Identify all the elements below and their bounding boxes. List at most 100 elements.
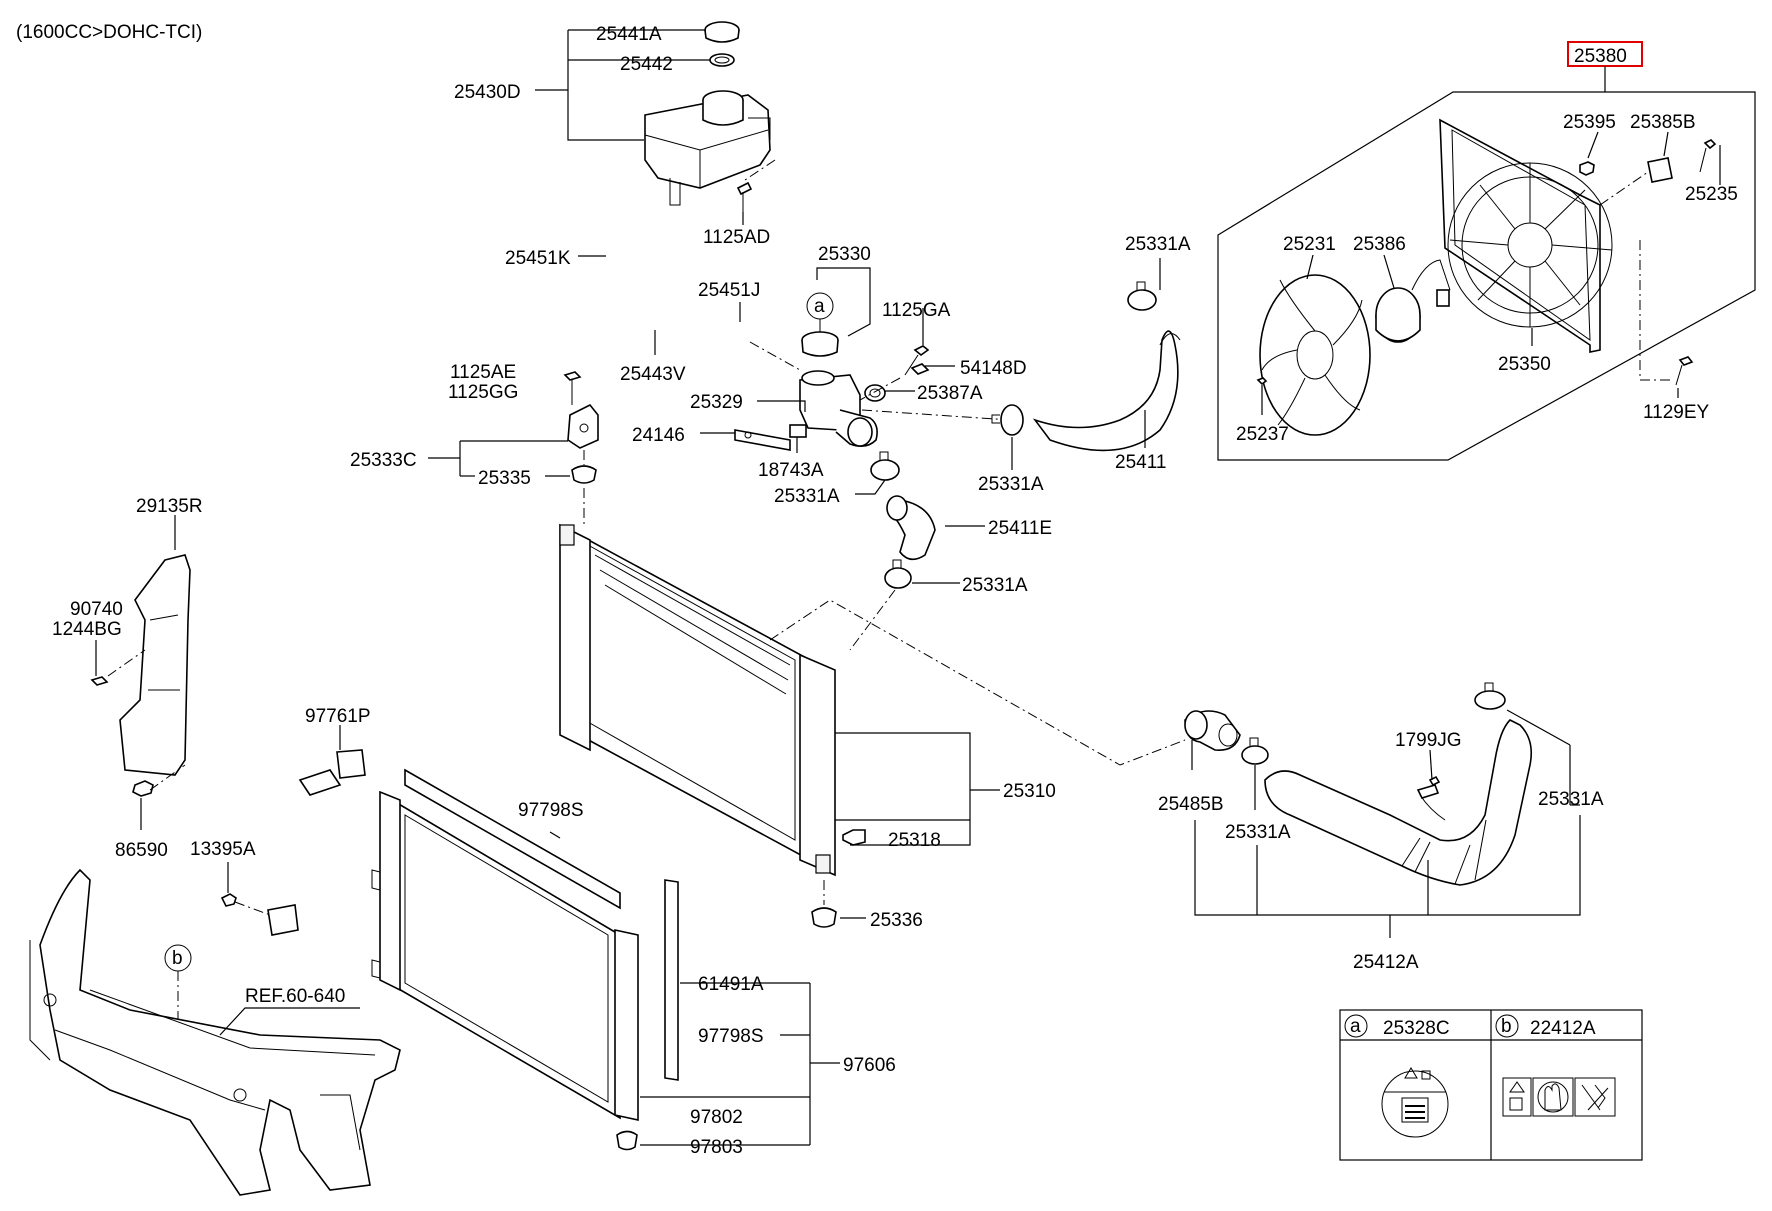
- legend-b-part: 22412A: [1530, 1018, 1596, 1039]
- fan-shroud-25350: [1439, 118, 1613, 353]
- label-25386: 25386: [1353, 234, 1406, 255]
- bolt-1129EY: [1675, 356, 1694, 386]
- tank-bolt: [736, 181, 753, 212]
- label-25485B: 25485B: [1158, 794, 1224, 815]
- fan-motor-25386: [1375, 259, 1451, 343]
- legend-b-badge: [1495, 1014, 1519, 1038]
- label-25329: 25329: [690, 392, 743, 413]
- clip-1799JG: [1416, 775, 1446, 821]
- label-18743A: 18743A: [758, 460, 824, 481]
- radiator-upper-short-hose: [886, 495, 936, 561]
- label-1129EY: 1129EY: [1643, 402, 1710, 423]
- screw-25235: [1699, 139, 1717, 173]
- hose-clamp-lower-2: [1474, 682, 1506, 710]
- overflow-hose: [606, 198, 749, 357]
- label-90740: 90740: [70, 599, 123, 620]
- label-25331A-1: 25331A: [1125, 234, 1191, 255]
- callout-a-letter: a: [814, 296, 825, 317]
- label-25330: 25330: [818, 244, 871, 265]
- label-1244BG: 1244BG: [52, 619, 122, 640]
- label-25331A-3: 25331A: [962, 575, 1028, 596]
- bolt-1125AE: [563, 371, 582, 405]
- label-97606: 97606: [843, 1055, 896, 1076]
- label-25380: 25380: [1574, 46, 1627, 67]
- label-25411: 25411: [1115, 452, 1166, 473]
- nut-25237: [1256, 377, 1268, 386]
- label-25387A: 25387A: [917, 383, 983, 404]
- label-25411E: 25411E: [988, 518, 1052, 539]
- cap-warning-label-icon: [1381, 1067, 1449, 1138]
- radiator-drain-plug: [842, 829, 866, 846]
- label-97798S-2: 97798S: [698, 1026, 764, 1047]
- label-1125AE: 1125AE: [450, 362, 516, 383]
- legend-b-letter: b: [1501, 1016, 1512, 1037]
- grommet-86590: [132, 780, 154, 797]
- legend-table: [1339, 1009, 1643, 1161]
- label-25395: 25395: [1563, 112, 1616, 133]
- resistor-25385B: [1647, 157, 1673, 183]
- front-end-module-carrier: [29, 868, 401, 1196]
- label-25231: 25231: [1283, 234, 1336, 255]
- hose-clamp-mid: [884, 559, 912, 589]
- label-25442: 25442: [620, 54, 673, 75]
- hose-clamp-lower-1: [1241, 737, 1269, 765]
- label-86590: 86590: [115, 840, 168, 861]
- bolt-1125GA: [904, 345, 930, 376]
- label-25310: 25310: [1003, 781, 1056, 802]
- label-97761P: 97761P: [305, 706, 371, 727]
- nut-25395: [1579, 161, 1595, 176]
- label-97803: 97803: [690, 1137, 743, 1158]
- bracket-24146: [734, 429, 791, 451]
- radiator-upper-mount-bracket: [567, 403, 599, 449]
- label-25331A-2: 25331A: [774, 486, 840, 507]
- ac-pipe-97761P: [267, 749, 366, 936]
- label-1125GA: 1125GA: [882, 300, 951, 321]
- label-25443V: 25443V: [620, 364, 686, 385]
- label-1125GG: 1125GG: [448, 382, 518, 403]
- label-24146: 24146: [632, 425, 685, 446]
- air-guard-29135R: [119, 554, 191, 776]
- label-25331A-4: 25331A: [978, 474, 1044, 495]
- label-25333C: 25333C: [350, 450, 417, 471]
- insulator-25335: [571, 465, 597, 484]
- radiator-core: [559, 523, 836, 877]
- label-54148D: 54148D: [960, 358, 1027, 379]
- radiator-upper-hose: [1032, 330, 1181, 452]
- hose-clamp-upper-1: [1127, 281, 1157, 311]
- condenser-seal-61491A: [664, 879, 679, 1081]
- label-25350: 25350: [1498, 354, 1551, 375]
- label-25385B: 25385B: [1630, 112, 1696, 133]
- label-25412A: 25412A: [1353, 952, 1419, 973]
- radiator-lower-insulator: [811, 907, 837, 928]
- bolt-13395A: [220, 893, 237, 907]
- fan-blade-25231: [1259, 274, 1371, 436]
- fan-assembly-box: [1217, 91, 1756, 461]
- lower-hose-elbow-25485B: [1184, 710, 1241, 752]
- fan-warning-label-icon: [1502, 1077, 1616, 1117]
- label-1125AD: 1125AD: [703, 227, 770, 248]
- label-25237: 25237: [1236, 424, 1289, 445]
- label-29135R: 29135R: [136, 496, 203, 517]
- legend-a-part: 25328C: [1383, 1018, 1450, 1039]
- reservoir-tank: [644, 90, 771, 206]
- engine-note: (1600CC>DOHC-TCI): [16, 22, 202, 43]
- label-ref-60-640: REF.60-640: [245, 986, 345, 1007]
- water-inlet-fitting: [799, 370, 878, 448]
- reservoir-gasket: [709, 53, 735, 67]
- bolt-90740: [90, 676, 109, 686]
- label-25451J: 25451J: [698, 280, 760, 301]
- condenser-core: [371, 790, 639, 1121]
- label-25335: 25335: [478, 468, 531, 489]
- radiator-cap: [801, 331, 839, 357]
- label-25451K: 25451K: [505, 248, 571, 269]
- hose-clamp-upper-small: [870, 451, 900, 481]
- callout-b-letter: b: [172, 948, 183, 969]
- clip-18743A: [789, 424, 807, 438]
- legend-a-badge: [1344, 1014, 1368, 1038]
- label-61491A: 61491A: [698, 974, 764, 995]
- label-1799JG: 1799JG: [1395, 730, 1462, 751]
- label-25331A-6: 25331A: [1538, 789, 1604, 810]
- label-97798S-1: 97798S: [518, 800, 584, 821]
- label-25430D: 25430D: [454, 82, 521, 103]
